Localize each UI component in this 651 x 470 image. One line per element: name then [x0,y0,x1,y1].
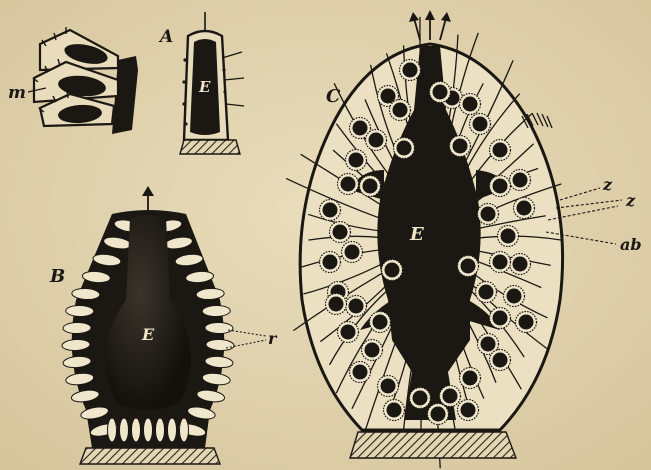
C-chamber-core [463,371,478,386]
C-chamber-core [369,133,384,148]
C-chamber-core [507,289,522,304]
C-chamber-core [493,143,508,158]
C-chamber-core [323,203,338,218]
C-chamber-core [481,337,496,352]
B-radial-canal [202,305,230,317]
B-radial-canal [168,418,177,442]
B-radial-canal [156,418,165,442]
B-radial-canal [132,418,141,442]
B-radial-canal [180,418,189,442]
B-radial-canal [66,305,94,317]
C-chamber-core [493,255,508,270]
C-chamber-core [513,257,528,272]
C-chamber-core [345,245,360,260]
label-A: A [158,27,173,47]
label-B: B [49,266,65,287]
C-chamber-core [341,177,356,192]
C-chamber-core [385,263,400,278]
label-z-1: z [602,175,613,194]
C-chamber-core [473,117,488,132]
B-radial-canal [144,418,153,442]
B-radial-canal [120,418,129,442]
C-chamber-core [373,315,388,330]
C-chamber-core [365,343,380,358]
B-base [80,448,220,464]
C-chamber-core [433,85,448,100]
C-chamber-core [479,285,494,300]
C-chamber-core [493,179,508,194]
label-m: m [8,83,26,103]
C-chamber-core [381,379,396,394]
C-chamber-core [431,407,446,422]
C-chamber-core [517,201,532,216]
C-chamber-core [403,63,418,78]
C-chamber-core [513,173,528,188]
C-base [350,432,516,458]
C-chamber-core [353,365,368,380]
C-chamber-core [519,315,534,330]
B-radial-canal [205,322,233,333]
label-ab: ab [620,235,642,254]
C-chamber-core [463,97,478,112]
C-chamber-core [323,255,338,270]
B-radial-canal [63,322,91,333]
C-chamber-core [493,311,508,326]
label-z-2: z [625,191,636,210]
C-chamber-core [333,225,348,240]
C-chamber-core [443,389,458,404]
label-A-E: E [198,78,211,96]
C-chamber-core [363,179,378,194]
C-chamber-core [353,121,368,136]
label-C-E: E [409,224,424,245]
C-chamber-core [453,139,468,154]
C-chamber-core [387,403,402,418]
C-chamber-core [329,297,344,312]
C-chamber-core [501,229,516,244]
C-chamber-core [349,153,364,168]
label-B-E: E [141,325,155,344]
C-chamber-core [349,299,364,314]
A-base [180,140,240,154]
C-chamber-core [341,325,356,340]
C-chamber-core [461,403,476,418]
C-chamber-core [397,141,412,156]
C-chamber-core [413,391,428,406]
C-chamber-core [481,207,496,222]
C-chamber-core [393,103,408,118]
B-radial-canal [108,418,117,442]
C-chamber-core [493,353,508,368]
label-C: C [326,86,341,107]
C-chamber-core [461,259,476,274]
